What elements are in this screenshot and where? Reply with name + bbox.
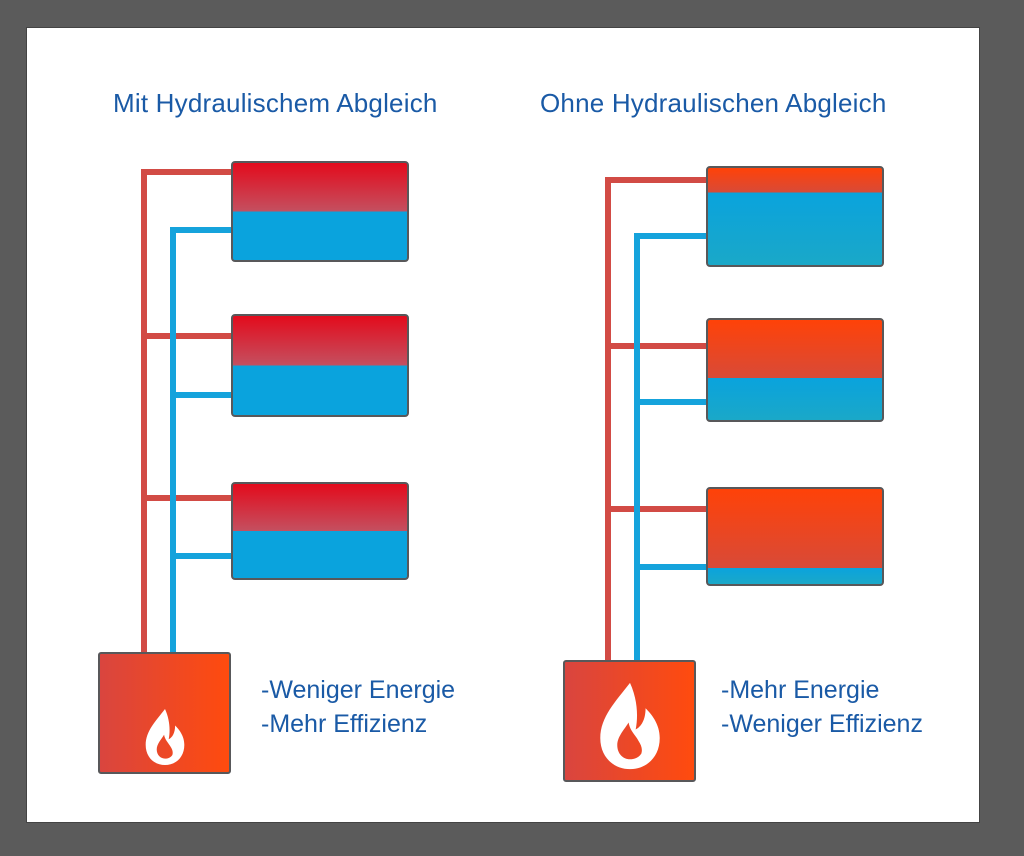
return-pipe-branch-right-1 (634, 233, 708, 239)
radiator-left-2 (231, 314, 409, 417)
supply-pipe-branch-right-1 (605, 177, 708, 183)
benefit-right-1: -Mehr Energie (721, 676, 880, 704)
benefits-left: -Weniger Energie -Mehr Effizienz (261, 673, 455, 741)
benefits-right: -Mehr Energie -Weniger Effizienz (721, 673, 923, 741)
supply-pipe-branch-left-1 (141, 169, 233, 175)
return-pipe-branch-left-3 (170, 553, 233, 559)
title-without-balancing: Ohne Hydraulischen Abgleich (540, 88, 887, 118)
return-pipe-branch-right-2 (634, 399, 708, 405)
return-pipe-riser-left (170, 227, 176, 656)
supply-pipe-branch-right-2 (605, 343, 708, 349)
flame-icon (145, 708, 185, 766)
supply-pipe-branch-left-2 (141, 333, 233, 339)
return-pipe-branch-left-1 (170, 227, 233, 233)
benefit-left-1: -Weniger Energie (261, 676, 456, 704)
return-pipe-branch-right-3 (634, 564, 708, 570)
benefit-right-2: -Weniger Effizienz (721, 710, 923, 738)
flame-icon (600, 682, 660, 770)
return-pipe-branch-left-2 (170, 392, 233, 398)
boiler-left (98, 652, 231, 774)
supply-pipe-branch-right-3 (605, 506, 708, 512)
radiator-left-3 (231, 482, 409, 580)
return-pipe-riser-right (634, 233, 640, 663)
benefit-left-2: -Mehr Effizienz (261, 710, 428, 738)
supply-pipe-branch-left-3 (141, 495, 233, 501)
radiator-right-3 (706, 487, 884, 586)
radiator-right-1 (706, 166, 884, 267)
boiler-right (563, 660, 696, 782)
title-with-balancing: Mit Hydraulischem Abgleich (113, 88, 438, 118)
radiator-right-2 (706, 318, 884, 422)
radiator-left-1 (231, 161, 409, 262)
supply-pipe-riser-right (605, 177, 611, 663)
supply-pipe-riser-left (141, 169, 147, 656)
